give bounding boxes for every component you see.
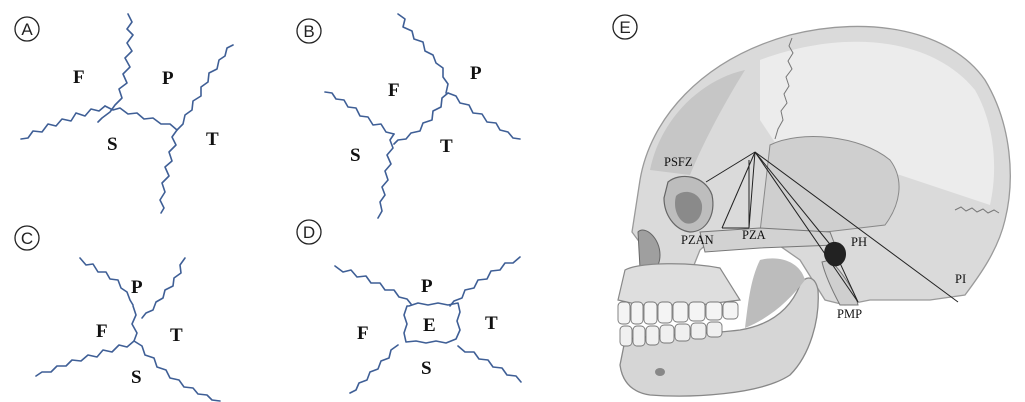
panel-d-label-s: S — [421, 358, 432, 379]
panel-d-label-e: E — [423, 315, 436, 336]
panel-a-label-t: T — [206, 129, 219, 150]
panel-b-suture-right — [448, 93, 520, 139]
panel-a-suture-left — [21, 106, 105, 139]
panel-c-letter: C — [21, 229, 33, 248]
skull-temporal-squama — [760, 137, 899, 235]
panel-b-letter: B — [303, 22, 314, 41]
panel-b-suture-top — [398, 14, 448, 93]
skull-label-pi: PI — [955, 272, 966, 286]
skull-label-psfz: PSFZ — [664, 155, 693, 169]
skull-mental-foramen — [655, 368, 665, 376]
panel-e-letter: E — [619, 18, 630, 37]
panel-d-label-f: F — [357, 323, 369, 344]
skull-label-ph: PH — [851, 235, 867, 249]
panel-b-label-t: T — [440, 136, 453, 157]
panel-b: B F P S T — [297, 14, 520, 218]
panel-c: C P F T S — [15, 226, 220, 401]
panel-a-label-p: P — [162, 68, 174, 89]
panel-c-suture-lower-right — [134, 341, 220, 401]
panel-d-letter: D — [303, 223, 315, 242]
panel-c-suture-upper-right — [142, 258, 185, 318]
panel-a-letter: A — [21, 20, 33, 39]
panel-e: E — [613, 15, 1010, 396]
panel-c-suture-lower-left — [36, 341, 134, 376]
panel-b-label-f: F — [388, 80, 400, 101]
panel-b-badge: B — [297, 19, 321, 43]
panel-a-badge: A — [15, 17, 39, 41]
skull-illustration — [618, 26, 1010, 396]
skull-label-pza: PZA — [742, 228, 766, 242]
panel-c-label-s: S — [131, 367, 142, 388]
panel-a: A F P S T — [15, 14, 233, 213]
panel-d-suture-upper-left — [335, 266, 411, 304]
skull-upper-teeth — [618, 302, 738, 324]
panel-d-suture-upper-right — [450, 257, 520, 306]
panel-d-suture-lower-right — [458, 346, 521, 382]
panel-a-label-s: S — [107, 134, 118, 155]
panel-a-suture-top — [98, 14, 133, 122]
panel-c-label-p: P — [131, 277, 143, 298]
skull-maxilla — [618, 264, 740, 305]
panel-e-badge: E — [613, 15, 637, 39]
skull-label-pmp: PMP — [837, 307, 862, 321]
panel-d-badge: D — [297, 220, 321, 244]
panel-c-label-t: T — [170, 325, 183, 346]
panel-a-label-f: F — [73, 67, 85, 88]
panel-b-label-s: S — [350, 145, 361, 166]
panel-d-suture-lower-left — [350, 345, 398, 393]
panel-d: D P F E T S — [297, 220, 521, 393]
panel-c-suture-upper-left — [80, 258, 133, 305]
panel-c-badge: C — [15, 226, 39, 250]
panel-a-suture-middle — [105, 106, 177, 130]
panel-d-label-t: T — [485, 313, 498, 334]
panel-c-label-f: F — [96, 321, 108, 342]
panel-b-suture-left — [325, 92, 394, 134]
panel-b-label-p: P — [470, 63, 482, 84]
panel-a-suture-right — [177, 45, 233, 130]
skull-label-pzan: PZAN — [681, 233, 714, 247]
panel-c-suture-center — [132, 306, 137, 341]
panel-b-suture-bottom — [378, 134, 394, 218]
panel-a-suture-bottom — [160, 130, 177, 213]
panel-d-label-p: P — [421, 276, 433, 297]
